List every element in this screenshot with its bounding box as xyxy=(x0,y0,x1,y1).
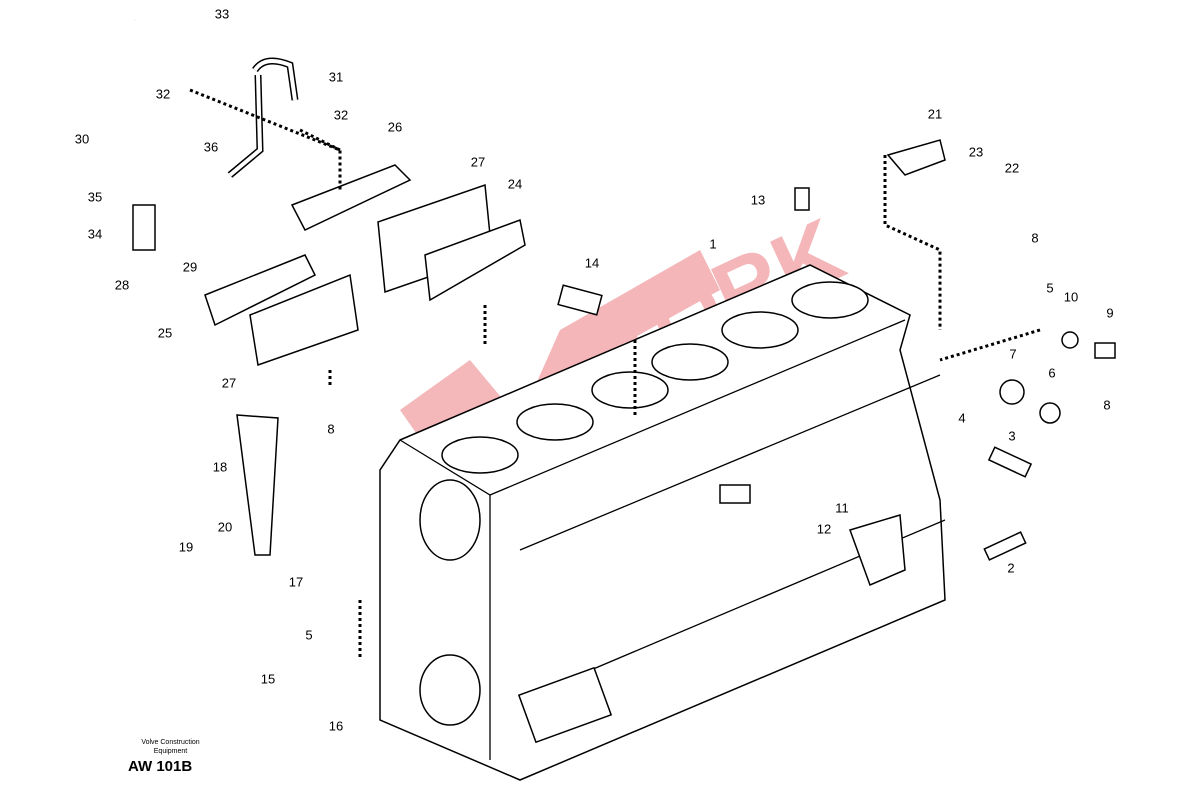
callout-8: 8 xyxy=(1103,397,1110,412)
dashed-leaders xyxy=(189,88,1041,660)
callout-8: 8 xyxy=(327,421,334,436)
callout-4: 4 xyxy=(958,410,965,425)
callout-26: 26 xyxy=(388,119,402,134)
callout-27: 27 xyxy=(471,154,485,169)
callout-31: 31 xyxy=(329,69,343,84)
callout-13: 13 xyxy=(751,192,765,207)
callout-28: 28 xyxy=(115,277,129,292)
callout-6: 6 xyxy=(1048,365,1055,380)
caption-line-2: Equipment xyxy=(153,748,188,755)
drawing-code: AW 101B xyxy=(128,758,193,775)
callout-5: 5 xyxy=(1046,280,1053,295)
callout-15: 15 xyxy=(261,671,275,686)
callout-24: 24 xyxy=(508,176,522,191)
callout-18: 18 xyxy=(213,459,227,474)
callout-21: 21 xyxy=(928,106,942,121)
callout-32: 32 xyxy=(334,107,348,122)
callout-27: 27 xyxy=(222,375,236,390)
callout-23: 23 xyxy=(969,144,983,159)
callout-32: 32 xyxy=(156,86,170,101)
callout-16: 16 xyxy=(329,718,343,733)
callout-labels: 3332313230362627243534212322131148510928… xyxy=(75,6,1114,733)
callout-29: 29 xyxy=(183,259,197,274)
caption-line-1: Volve Construction xyxy=(141,739,200,746)
callout-12: 12 xyxy=(817,521,831,536)
callout-35: 35 xyxy=(88,189,102,204)
callout-20: 20 xyxy=(218,519,232,534)
callout-1: 1 xyxy=(709,236,716,251)
cylinder-block xyxy=(379,264,946,781)
callout-14: 14 xyxy=(585,255,599,270)
callout-36: 36 xyxy=(204,139,218,154)
callout-25: 25 xyxy=(158,325,172,340)
callout-2: 2 xyxy=(1007,560,1014,575)
callout-19: 19 xyxy=(179,539,193,554)
callout-8: 8 xyxy=(1031,230,1038,245)
callout-5: 5 xyxy=(305,627,312,642)
callout-33: 33 xyxy=(215,6,229,21)
callout-17: 17 xyxy=(289,574,303,589)
callout-9: 9 xyxy=(1106,305,1113,320)
callout-3: 3 xyxy=(1008,428,1015,443)
callout-7: 7 xyxy=(1009,346,1016,361)
callout-34: 34 xyxy=(88,226,102,241)
side-covers xyxy=(204,139,946,556)
callout-10: 10 xyxy=(1064,289,1078,304)
callout-22: 22 xyxy=(1005,160,1019,175)
breather-pipes xyxy=(132,14,1116,561)
callout-11: 11 xyxy=(835,500,849,515)
manufacturer-caption: Volve Construction Equipment xyxy=(128,738,213,756)
callout-30: 30 xyxy=(75,131,89,146)
